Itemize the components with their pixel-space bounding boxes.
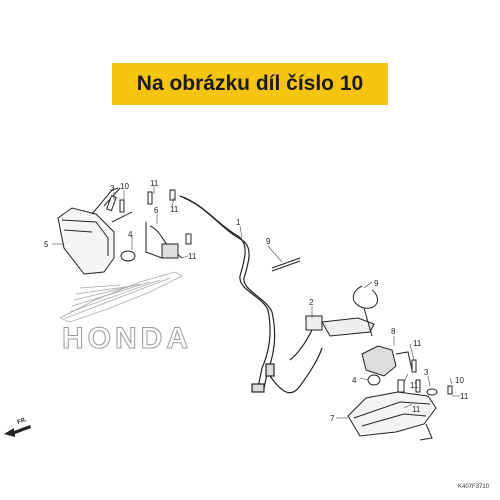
right-winker-assembly — [347, 345, 453, 441]
banner-text: Na obrázku díl číslo 10 — [136, 72, 364, 95]
callout-4: 4 — [352, 376, 357, 385]
callout-3: 3 — [424, 368, 429, 377]
diagram-code: K407F3710 — [458, 484, 490, 490]
callout-1: 1 — [236, 218, 241, 227]
honda-wordmark: HONDA — [62, 322, 192, 355]
callout-9: 9 — [266, 237, 271, 246]
callout-11: 11 — [150, 179, 159, 188]
direction-label: FR. — [17, 417, 28, 426]
callout-9: 9 — [374, 279, 379, 288]
callout-11: 11 — [413, 339, 422, 348]
callout-11: 11 — [410, 381, 419, 390]
callout-3: 3 — [110, 184, 115, 193]
part-number-banner: Na obrázku díl číslo 10 — [112, 63, 388, 105]
cable-tie — [271, 257, 379, 337]
callout-7: 7 — [330, 414, 335, 423]
callout-10: 10 — [120, 182, 129, 191]
callout-11: 11 — [412, 405, 421, 414]
callout-11: 11 — [170, 205, 179, 214]
callout-5: 5 — [44, 240, 49, 249]
callout-11: 11 — [460, 392, 469, 401]
callout-11: 11 — [188, 252, 197, 261]
wire-harness — [179, 195, 323, 394]
callout-8: 8 — [391, 327, 396, 336]
left-winker-assembly — [57, 187, 192, 275]
front-direction-arrow — [4, 425, 31, 437]
callout-6: 6 — [154, 206, 159, 215]
clamp-part — [305, 315, 375, 337]
callout-10: 10 — [455, 376, 464, 385]
leader-lines — [52, 186, 460, 419]
honda-wing-logo — [59, 271, 183, 323]
callout-2: 2 — [309, 298, 314, 307]
callout-4: 4 — [128, 230, 133, 239]
